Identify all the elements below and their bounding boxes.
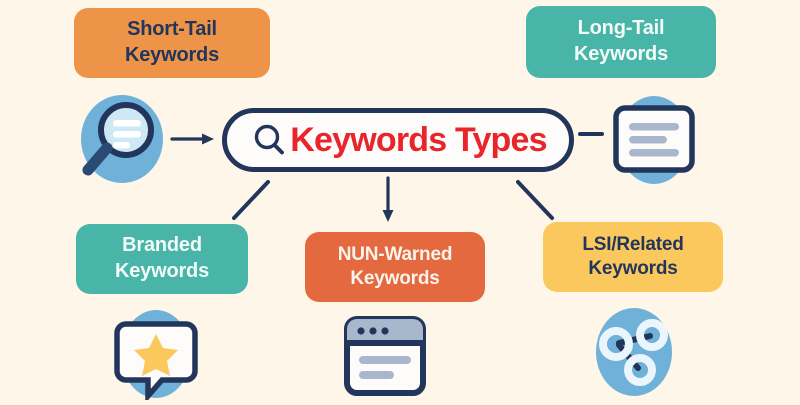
- label-line-1: Long-Tail: [577, 17, 665, 40]
- dash-connector: [578, 132, 604, 136]
- browser-window-icon: [342, 314, 428, 403]
- document-lines-icon: [608, 92, 700, 193]
- label-box-lsi-related[interactable]: LSI/Related Keywords: [543, 222, 723, 292]
- label-box-branded[interactable]: Branded Keywords: [76, 224, 248, 294]
- arrow-down-icon: [382, 176, 394, 222]
- page-title: Keywords Types: [290, 120, 547, 159]
- diagonal-connector-left: [232, 180, 270, 220]
- label-box-short-tail[interactable]: Short-Tail Keywords: [74, 8, 270, 78]
- label-box-long-tail[interactable]: Long-Tail Keywords: [526, 6, 716, 78]
- label-line-2: Keywords: [574, 43, 668, 65]
- pill-content: Keywords Types: [249, 120, 548, 160]
- label-line-2: Keywords: [125, 44, 219, 66]
- label-line-1: Short-Tail: [127, 18, 217, 41]
- label-box-nun-warned[interactable]: NUN-Warned Keywords: [305, 232, 485, 302]
- star-speech-bubble-icon: [112, 308, 200, 405]
- magnifier-search-icon: [74, 90, 170, 193]
- magnifier-icon: [255, 124, 285, 155]
- label-line-1: LSI/Related: [582, 233, 684, 255]
- share-network-icon: [588, 304, 680, 405]
- center-search-pill[interactable]: Keywords Types: [222, 108, 574, 172]
- label-line-1: NUN-Warned: [337, 243, 453, 265]
- label-line-2: Keywords: [115, 260, 209, 282]
- diagonal-connector-right: [516, 180, 554, 220]
- label-line-2: Keywords: [588, 258, 678, 279]
- label-line-2: Keywords: [350, 268, 440, 289]
- arrow-right-icon: [170, 133, 214, 145]
- label-line-1: Branded: [122, 234, 202, 257]
